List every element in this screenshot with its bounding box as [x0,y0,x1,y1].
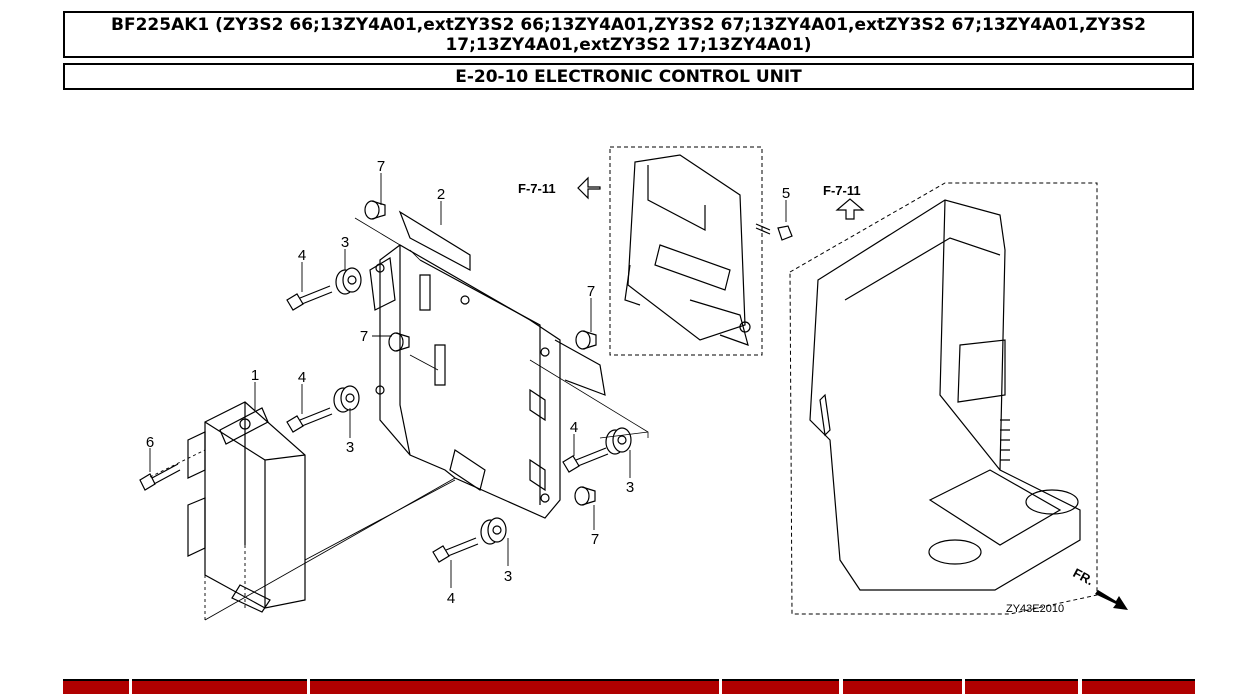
bolt-5[interactable] [755,223,793,241]
callout-3d: 3 [504,568,512,585]
bolt-4a[interactable] [286,285,333,311]
table-header-cell [132,679,307,694]
arrow-left-icon [577,176,601,200]
table-header-cell [310,679,719,694]
callout-7c: 7 [587,283,595,300]
section-title: E-20-10 ELECTRONIC CONTROL UNIT [63,63,1194,90]
table-header-cell [722,679,839,694]
collar-7a[interactable] [364,200,386,220]
callout-4c: 4 [570,419,578,436]
callout-4a: 4 [298,247,306,264]
collar-7d[interactable] [574,486,596,506]
table-header-cell [965,679,1078,694]
grommet-3d[interactable] [480,517,507,545]
callout-3c: 3 [626,479,634,496]
callout-7a: 7 [377,158,385,175]
callout-7d: 7 [591,531,599,548]
cover[interactable] [809,199,1081,591]
callout-2: 2 [437,186,445,203]
bolt-4d[interactable] [432,537,479,563]
callout-7b: 7 [360,328,368,345]
bolt-4c[interactable] [562,447,609,473]
callout-4d: 4 [447,590,455,607]
table-header-cell [843,679,962,694]
callout-6: 6 [146,434,154,451]
grommet-3b[interactable] [333,385,360,413]
ecu-unit[interactable] [187,401,306,613]
page-title: BF225AK1 (ZY3S2 66;13ZY4A01,extZY3S2 66;… [63,11,1194,58]
callout-1: 1 [251,367,259,384]
arrow-up-icon [835,198,865,220]
collar-7b[interactable] [388,332,410,352]
grommet-3c[interactable] [605,427,632,455]
bolt-4b[interactable] [286,407,333,433]
grommet-3a[interactable] [335,267,362,295]
ref-f711-left[interactable]: F-7-11 [518,181,556,196]
sub-bracket[interactable] [624,154,751,346]
callout-3b: 3 [346,439,354,456]
callout-5: 5 [782,185,790,202]
bracket[interactable] [369,210,606,519]
fr-label: FR. [1071,565,1097,588]
callout-4b: 4 [298,369,306,386]
diagram-code: ZY43E2010 [1006,603,1064,615]
table-header-cell [1082,679,1195,694]
callout-3a: 3 [341,234,349,251]
table-header-cell [63,679,129,694]
bolt-6[interactable] [139,463,181,491]
ref-f711-right[interactable]: F-7-11 [823,183,861,198]
collar-7c[interactable] [575,330,597,350]
arrow-fr-icon [1095,590,1128,610]
